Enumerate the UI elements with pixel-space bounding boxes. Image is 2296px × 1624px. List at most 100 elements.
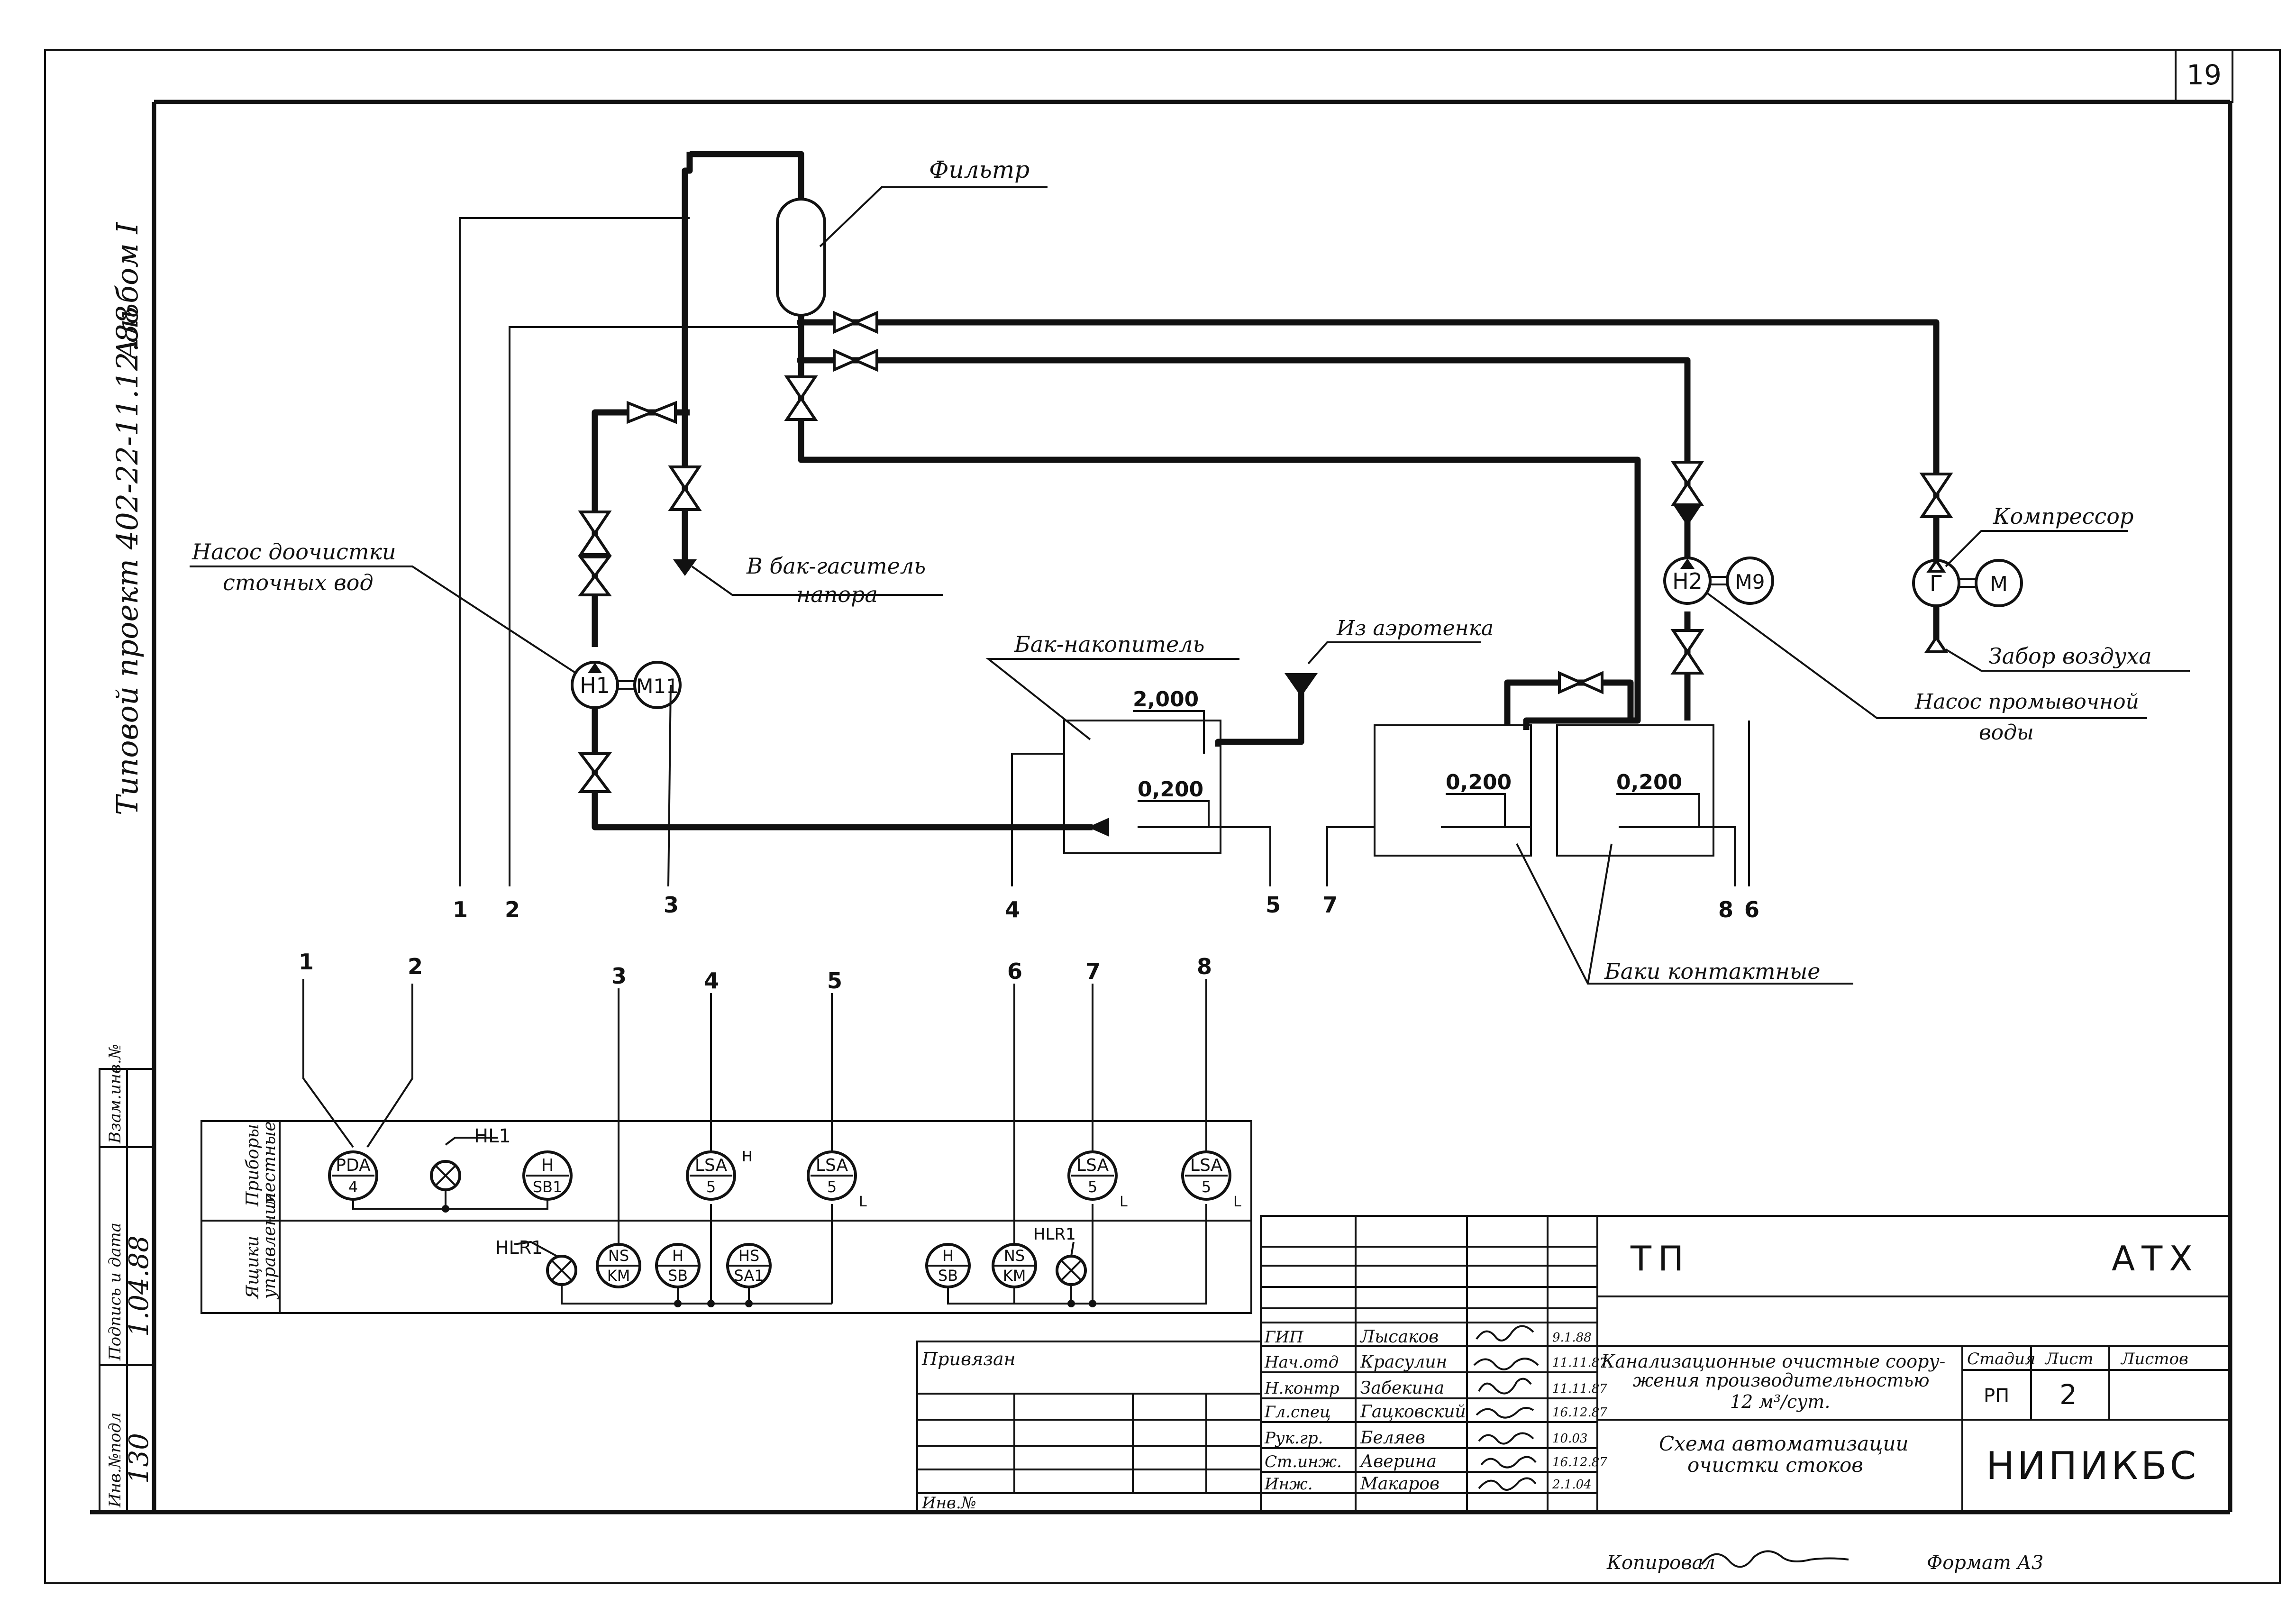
svg-text:6: 6 [1744,897,1759,922]
contact2-level: 0,200 [1616,770,1713,828]
drawing-line-2: очистки стоков [1687,1453,1863,1477]
box-ns-km-b: NS KM [992,1243,1037,1288]
svg-text:SA1: SA1 [734,1267,764,1285]
outer-frame [44,49,2281,1584]
pump2-label: Н2 [1672,568,1703,594]
format-label: Формат А3 [1927,1552,2043,1574]
instrument-lsa-2: LSA 5 L [807,1150,867,1210]
svg-text:6: 6 [1007,958,1022,984]
svg-text:7: 7 [1322,892,1338,918]
sheets-label: Листов [2120,1350,2188,1369]
svg-text:L: L [1120,1194,1128,1210]
compressor-text: Компрессор [1993,503,2133,529]
damper-label-1: В бак-гаситель [746,553,926,579]
instrument-lsa-3: LSA 5 L [1067,1150,1128,1210]
bottom-line-numbers: 1 2 3 4 5 6 7 8 [299,949,1212,994]
lamp-hlr1-b: HLR1 [1033,1225,1087,1286]
svg-text:H: H [672,1247,683,1265]
svg-text:5: 5 [827,1178,837,1196]
svg-text:5: 5 [706,1178,716,1196]
filter-vessel [776,198,826,317]
stage-value: РП [1984,1385,2009,1407]
svg-text:Инж.: Инж. [1264,1475,1313,1494]
stamp-label-sign: Подпись и дата [106,1223,125,1361]
sheet-number: 19 [2187,59,2222,91]
svg-text:HLR1: HLR1 [495,1237,543,1258]
svg-text:Красулин: Красулин [1360,1352,1447,1372]
svg-text:16.12.87: 16.12.87 [1552,1405,1607,1420]
pump1-label: Н1 [580,673,610,698]
contact-tank-1 [1374,724,1532,857]
svg-text:2.1.04: 2.1.04 [1552,1478,1592,1492]
pump2 [1663,557,1712,605]
svg-text:Ст.инж.: Ст.инж. [1265,1452,1342,1471]
svg-text:1: 1 [299,949,314,975]
valves [578,310,1953,793]
project-title: Типовой проект 402-22-11.12.88 [110,305,145,815]
aerotank-arrow [1285,673,1318,697]
svg-text:Забекина: Забекина [1360,1378,1444,1398]
bound-label: Привязан [921,1349,1016,1369]
svg-text:2: 2 [408,954,423,979]
row-label-local-2: местные [260,1121,279,1206]
svg-text:Беляев: Беляев [1360,1428,1425,1448]
svg-text:Н.контр: Н.контр [1264,1379,1339,1398]
copied-label: Копировал [1606,1552,1715,1574]
svg-text:Гл.спец: Гл.спец [1264,1403,1331,1422]
svg-text:Рук.гр.: Рук.гр. [1264,1429,1323,1448]
signal-lines [459,217,1750,887]
svg-text:LSA: LSA [816,1156,848,1175]
filter-label: Фильтр [929,156,1030,183]
compressor-motor [1975,559,2023,607]
album-label: Альбом I [110,222,145,362]
wash-pump-label-2: воды [1979,721,2034,745]
box-ns-km-a: NS KM [596,1243,641,1288]
object-line-3: 12 м³/сут. [1730,1391,1830,1412]
svg-text:0,200: 0,200 [1446,770,1512,794]
panel-wiring [302,979,1207,1307]
storage-low-level: 0,200 [1138,777,1270,828]
svg-text:H: H [942,1247,954,1265]
object-line-2: жения производительностью [1633,1370,1930,1391]
row-label-local-1: Приборы [243,1124,263,1207]
code-left: ТП [1630,1239,1690,1278]
box-hs-sa1: HS SA1 [726,1243,772,1288]
svg-text:4: 4 [1005,897,1020,922]
sheet-value: 2 [2059,1378,2077,1411]
pump1 [571,661,619,709]
lamp-hlr1-a: HLR1 [495,1237,577,1286]
svg-text:11.11.87: 11.11.87 [1552,1356,1607,1370]
compressor-motor-label: М [1990,572,2008,596]
drawing-line-1: Схема автоматизации [1659,1432,1909,1455]
motor1 [633,661,682,709]
aerotank-label: Из аэротенка [1336,616,1494,640]
motor2 [1726,557,1774,605]
stamp-label-inv: Инв.№подл [106,1413,125,1508]
svg-text:SB1: SB1 [533,1178,563,1196]
air-intake-text: Забор воздуха [1988,643,2152,669]
check-valve [1673,505,1702,526]
svg-text:16.12.87: 16.12.87 [1552,1455,1607,1469]
compressor-label-g: Г [1930,571,1943,596]
sheet-label: Лист [2044,1350,2094,1369]
air-intake-arrow [1924,635,1949,653]
stamp-value-date: 1.04.88 [124,1235,155,1337]
svg-text:11.11.87: 11.11.87 [1552,1382,1607,1396]
motor2-label: М9 [1735,570,1765,593]
svg-text:H: H [742,1149,753,1165]
svg-text:2,000: 2,000 [1133,687,1199,712]
svg-text:7: 7 [1085,958,1101,984]
svg-text:5: 5 [1088,1178,1097,1196]
svg-text:3: 3 [664,892,679,918]
stage-label: Стадия [1967,1350,2035,1369]
storage-tank-label: Бак-накопитель [1014,631,1205,657]
svg-text:5: 5 [1202,1178,1211,1196]
storage-high-level: 2,000 [1133,687,1205,754]
contact-tanks-label: Баки контактные [1604,958,1821,984]
title-block: Привязан Инв.№ ТП АТХ ГИП Нач.отд Н.конт… [916,1215,2230,1513]
svg-text:HS: HS [738,1247,759,1265]
instrument-lsa-1: LSA 5 H [686,1149,753,1201]
row-label-box-1: Ящики [243,1236,263,1300]
damper-label-2: напора [796,582,878,607]
